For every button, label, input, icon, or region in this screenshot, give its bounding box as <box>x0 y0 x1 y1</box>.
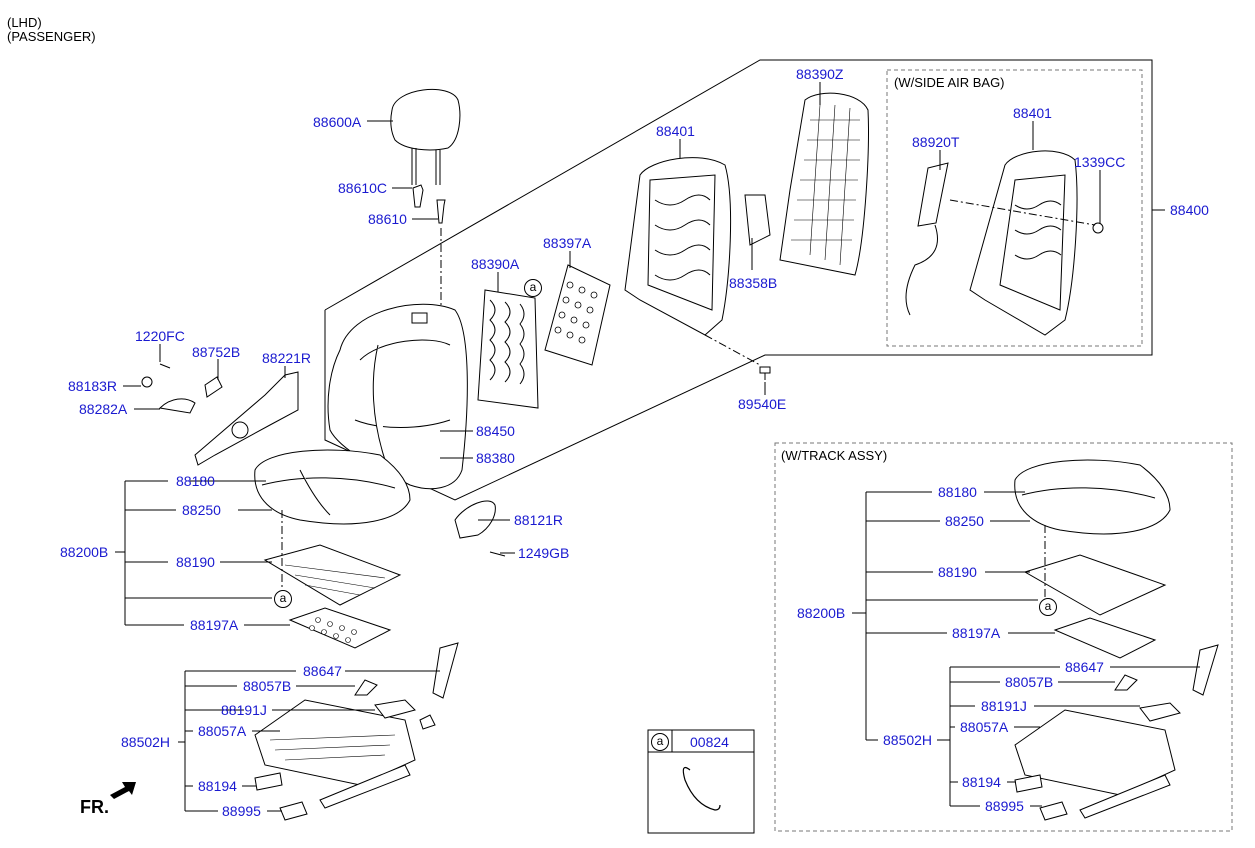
headrest-drawing <box>391 89 460 223</box>
label-88191J[interactable]: 88191J <box>221 702 267 718</box>
label-88282A[interactable]: 88282A <box>79 401 128 417</box>
label-88390Z[interactable]: 88390Z <box>796 66 844 82</box>
heater-88197A-drawing <box>290 608 390 648</box>
cushion-right-drawing <box>1015 460 1170 534</box>
nut-1339CC-drawing <box>1093 223 1103 233</box>
pan-right-drawing <box>1025 555 1165 615</box>
label-1249GB[interactable]: 1249GB <box>518 545 570 561</box>
heater-88397A-drawing <box>545 265 610 365</box>
label-88180-right[interactable]: 88180 <box>938 484 977 500</box>
label-88121R[interactable]: 88121R <box>514 512 564 528</box>
callout-letter: a <box>651 733 669 751</box>
label-88057A[interactable]: 88057A <box>198 723 247 739</box>
label-88647-right[interactable]: 88647 <box>1065 659 1104 675</box>
label-88191J-right[interactable]: 88191J <box>981 698 1027 714</box>
callout-box <box>648 730 754 833</box>
label-88197A-right[interactable]: 88197A <box>952 625 1001 641</box>
label-88057A-right[interactable]: 88057A <box>960 719 1009 735</box>
frame-88401-drawing <box>625 158 731 335</box>
label-88920T[interactable]: 88920T <box>912 134 960 150</box>
label-88197A[interactable]: 88197A <box>190 617 239 633</box>
pad-88390A-drawing <box>478 290 538 408</box>
label-88190-right[interactable]: 88190 <box>938 564 977 580</box>
label-88401-airbag[interactable]: 88401 <box>1013 105 1052 121</box>
bracket-88358B-drawing <box>745 195 770 245</box>
label-88752B[interactable]: 88752B <box>192 344 241 360</box>
header-lhd: (LHD) <box>7 15 42 30</box>
label-88610[interactable]: 88610 <box>368 211 407 227</box>
circle-a-right: a <box>1039 598 1057 616</box>
side-air-bag-box <box>887 70 1142 346</box>
track-assy-title: (W/TRACK ASSY) <box>781 448 888 463</box>
label-1220FC[interactable]: 1220FC <box>135 328 185 344</box>
label-88200B-right[interactable]: 88200B <box>797 605 846 621</box>
label-88183R[interactable]: 88183R <box>68 378 118 394</box>
label-88200B[interactable]: 88200B <box>60 544 109 560</box>
label-88190[interactable]: 88190 <box>176 554 215 570</box>
label-1339CC[interactable]: 1339CC <box>1074 154 1126 170</box>
pan-88190-drawing <box>265 545 400 605</box>
label-88194[interactable]: 88194 <box>198 778 237 794</box>
side-air-bag-title: (W/SIDE AIR BAG) <box>894 75 1005 90</box>
frame-88401-airbag-drawing <box>970 151 1077 335</box>
label-88250-right[interactable]: 88250 <box>945 513 984 529</box>
label-88401-main[interactable]: 88401 <box>656 123 695 139</box>
track-right-drawing <box>1015 645 1218 820</box>
track-drawing <box>255 643 458 820</box>
fr-label: FR. <box>80 797 109 817</box>
side-cover-drawing <box>142 364 298 465</box>
backboard-88390Z-drawing <box>780 93 868 275</box>
circle-a-left: a <box>274 590 292 608</box>
label-88180[interactable]: 88180 <box>176 473 215 489</box>
circle-a-top: a <box>524 279 542 297</box>
label-88400[interactable]: 88400 <box>1170 202 1209 218</box>
cushion-drawing <box>255 450 410 524</box>
label-88600A[interactable]: 88600A <box>313 114 362 130</box>
label-88221R[interactable]: 88221R <box>262 350 312 366</box>
label-88194-right[interactable]: 88194 <box>962 774 1001 790</box>
label-88647[interactable]: 88647 <box>303 663 342 679</box>
label-88390A[interactable]: 88390A <box>471 256 520 272</box>
label-88057B[interactable]: 88057B <box>243 678 292 694</box>
heater-right-drawing <box>1055 618 1155 658</box>
label-88397A[interactable]: 88397A <box>543 235 592 251</box>
cover-88121R-drawing <box>455 501 505 556</box>
header-passenger: (PASSENGER) <box>7 29 96 44</box>
callout-part-number[interactable]: 00824 <box>690 734 729 750</box>
label-88450[interactable]: 88450 <box>476 423 515 439</box>
screw-89540E-drawing <box>760 367 770 380</box>
label-88995-right[interactable]: 88995 <box>985 798 1024 814</box>
label-88995[interactable]: 88995 <box>222 803 261 819</box>
backrest-cover-drawing <box>328 304 467 488</box>
label-89540E[interactable]: 89540E <box>738 396 787 412</box>
label-88358B[interactable]: 88358B <box>729 275 778 291</box>
label-88380[interactable]: 88380 <box>476 450 515 466</box>
fr-arrow <box>110 782 136 799</box>
airbag-module-drawing <box>906 163 948 315</box>
label-88250[interactable]: 88250 <box>182 502 221 518</box>
label-88610C[interactable]: 88610C <box>338 180 388 196</box>
label-88502H[interactable]: 88502H <box>121 734 171 750</box>
label-88502H-right[interactable]: 88502H <box>883 732 933 748</box>
track-assy-box <box>775 443 1232 831</box>
clip-00824-drawing <box>683 768 720 810</box>
label-88057B-right[interactable]: 88057B <box>1005 674 1054 690</box>
